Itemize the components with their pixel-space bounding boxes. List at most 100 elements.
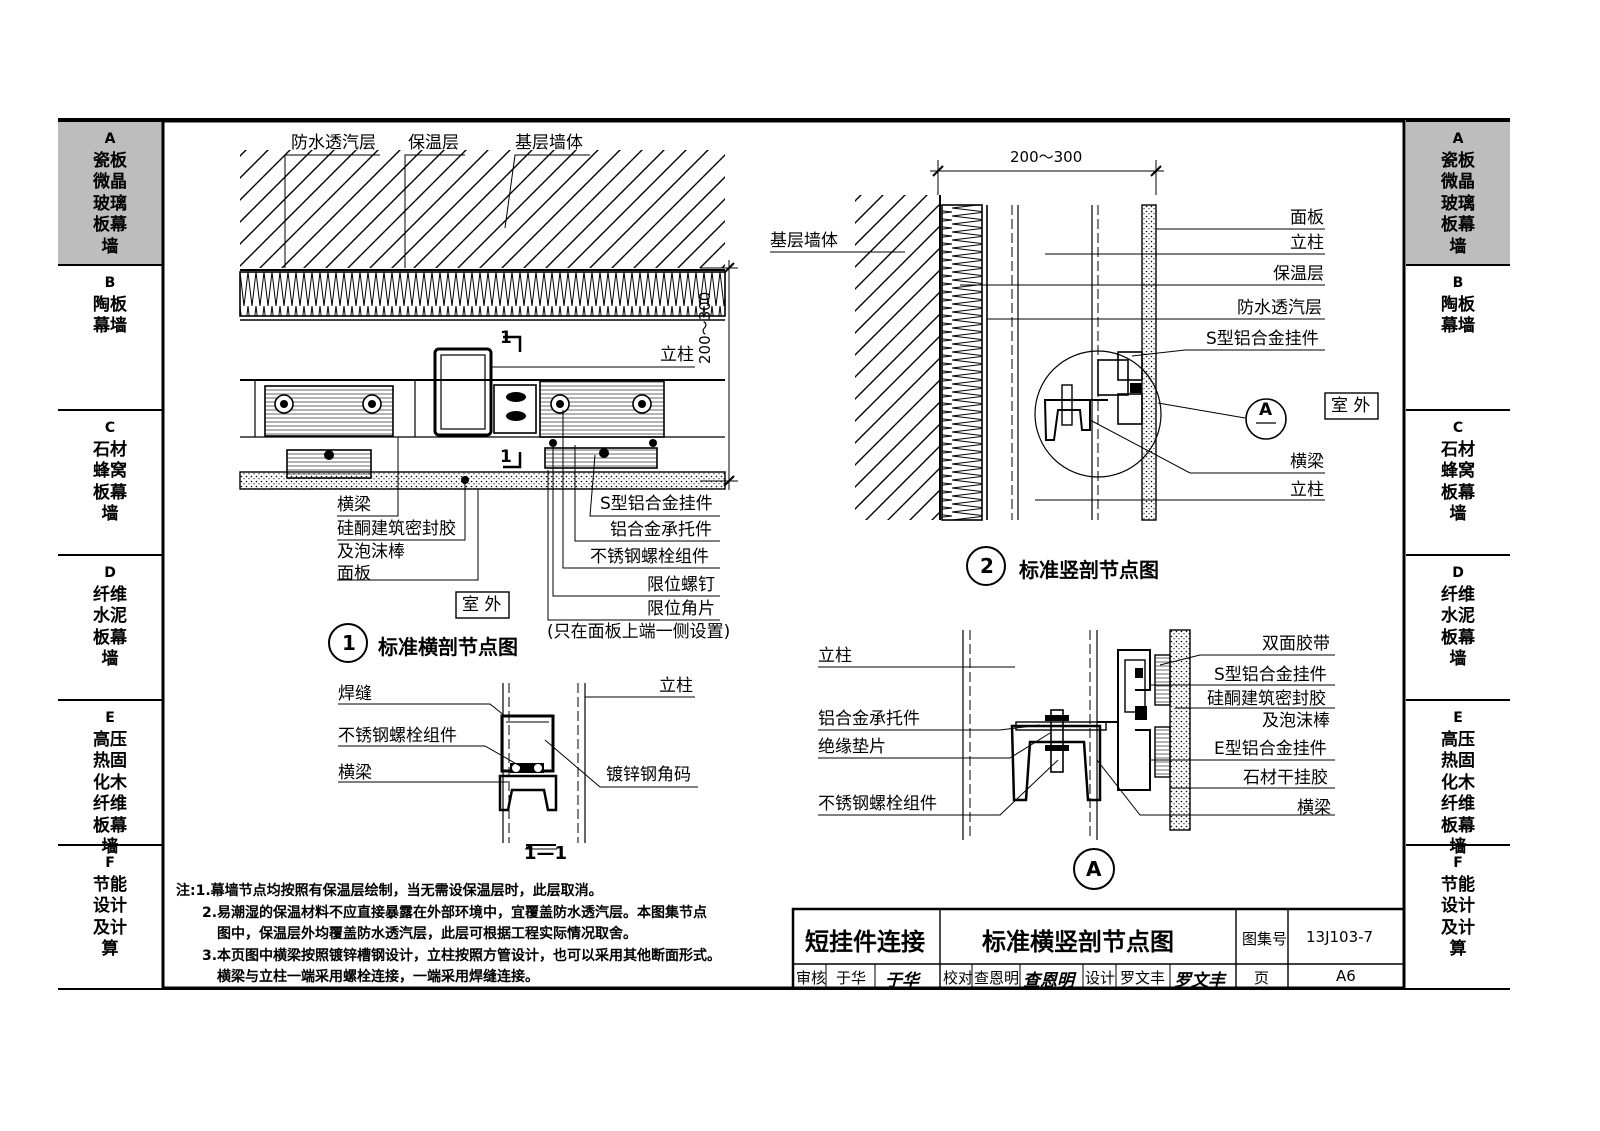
index-tab-d[interactable]: D 纤维水泥板幕墙 [58,554,162,699]
tab-letter: A [104,131,116,147]
section-marker-bottom: 1 [500,447,512,467]
tab-letter: D [104,565,116,581]
label-foam: 及泡沫棒 [337,542,405,562]
detail2-number: 2 [980,554,994,578]
index-tab-c[interactable]: C 石材蜂窝板幕墙 [58,409,162,554]
atlas-label: 图集号 [1242,930,1288,948]
reviewer-signature: 于华 [885,971,919,991]
label-a-bolt: 不锈钢螺栓组件 [818,794,937,814]
section-marker-top: 1 [500,328,512,348]
label-bolt-assembly: 不锈钢螺栓组件 [590,547,709,567]
tab-letter: D [1452,565,1464,581]
check-label: 校对 [943,969,974,987]
label-d2-column-2: 立柱 [1290,480,1324,500]
label-base-wall: 基层墙体 [515,133,583,153]
detail1-number: 1 [342,631,356,655]
label-a-beam: 横梁 [1297,798,1331,818]
tab-name: 瓷板微晶玻璃板幕墙 [1441,150,1475,257]
label-limit-angle: 限位角片 [647,599,715,619]
category-name: 短挂件连接 [805,928,925,956]
section11-geometry [338,683,698,850]
label-limit-screw: 限位螺钉 [647,575,715,595]
detail1-title: 标准横剖节点图 [378,635,518,659]
label-insulation: 保温层 [408,133,459,153]
label-a-e-hanger: E型铝合金挂件 [1214,739,1327,759]
index-tab-e[interactable]: E 高压热固化木纤维板幕墙 [1406,699,1510,857]
tab-letter: C [104,420,116,436]
checker-signature: 查恩明 [1023,971,1074,991]
label-outdoor-2: 室 外 [1331,396,1371,416]
label-s11-bolt: 不锈钢螺栓组件 [338,726,457,746]
note-2: 2.易潮湿的保温材料不应直接暴露在外部环境中，宜覆盖防水透汽层。本图集节点 [202,905,708,921]
note-1: 注:1.幕墙节点均按照有保温层绘制，当无需设保温层时，此层取消。 [176,883,603,899]
tab-name: 高压热固化木纤维板幕墙 [93,729,127,858]
label-column: 立柱 [660,345,694,365]
label-d2-membrane: 防水透汽层 [1237,298,1322,318]
tab-name: 陶板幕墙 [1441,294,1475,337]
tab-letter: C [1452,420,1464,436]
label-d2-column: 立柱 [1290,233,1324,253]
column-tube [433,347,493,437]
detail1-geometry [239,150,738,663]
tab-letter: E [105,710,115,726]
index-tab-c[interactable]: C 石材蜂窝板幕墙 [1406,409,1510,554]
index-tab-b[interactable]: B 陶板幕墙 [1406,264,1510,409]
label-d2-insulation: 保温层 [1273,264,1324,284]
tab-name: 石材蜂窝板幕墙 [1441,439,1475,525]
label-a-column: 立柱 [818,646,852,666]
tab-letter: B [1452,275,1464,291]
base-wall-hatch [240,150,725,268]
tab-name: 陶板幕墙 [93,294,127,337]
detailA-geometry [818,629,1335,890]
tab-name: 纤维水泥板幕墙 [1441,584,1475,670]
tab-letter: F [1453,855,1463,871]
label-a-washer: 绝缘垫片 [818,737,886,757]
tab-letter: E [1453,710,1463,726]
page-number: A6 [1336,967,1356,985]
label-membrane: 防水透汽层 [291,133,376,153]
index-tab-d[interactable]: D 纤维水泥板幕墙 [1406,554,1510,699]
dimension-detail2: 200～300 [1010,148,1083,166]
label-a-s-hanger: S型铝合金挂件 [1214,665,1327,685]
label-d2-base-wall: 基层墙体 [770,231,838,251]
design-label: 设计 [1085,969,1116,987]
review-label: 审核 [796,969,827,987]
index-tab-e[interactable]: E 高压热固化木纤维板幕墙 [58,699,162,857]
panel-dotted [239,471,726,490]
label-support: 铝合金承托件 [610,520,712,540]
label-panel: 面板 [337,564,371,584]
tab-name: 石材蜂窝板幕墙 [93,439,127,525]
index-tab-a[interactable]: A 瓷板微晶玻璃板幕墙 [58,120,162,264]
tab-name: 高压热固化木纤维板幕墙 [1441,729,1475,858]
tab-name: 纤维水泥板幕墙 [93,584,127,670]
label-a-sealant: 硅酮建筑密封胶 [1207,689,1326,709]
detailA-title: A [1086,857,1102,881]
label-weld: 焊缝 [338,684,372,704]
designer-name: 罗文丰 [1120,969,1166,987]
checker-name: 查恩明 [974,969,1020,987]
reviewer-name: 于华 [836,969,867,987]
dimension-detail1: 200～300 [696,291,714,364]
note-2-cont: 图中，保温层外均覆盖防水透汽层，此层可根据工程实际情况取舍。 [217,926,637,942]
label-s11-beam: 横梁 [338,763,372,783]
tab-name: 瓷板微晶玻璃板幕墙 [93,150,127,257]
label-s-hanger: S型铝合金挂件 [600,494,713,514]
page-label: 页 [1254,969,1270,987]
insulation-layer [239,271,726,317]
label-angle-bracket: 镀锌钢角码 [606,765,691,785]
detail2-geometry [770,160,1379,586]
label-sealant: 硅酮建筑密封胶 [337,519,456,539]
label-note-top-edge: (只在面板上端一侧设置) [547,622,731,642]
label-a-support: 铝合金承托件 [818,709,920,729]
label-a-foam: 及泡沫棒 [1262,711,1330,731]
label-outdoor-1: 室 外 [462,595,502,615]
tab-name: 节能设计及计算 [93,874,127,960]
title-block-lines [791,907,1406,990]
note-3: 3.本页图中横梁按照镀锌槽钢设计，立柱按照方管设计，也可以采用其他断面形式。 [202,948,722,964]
label-beam: 横梁 [337,495,371,515]
